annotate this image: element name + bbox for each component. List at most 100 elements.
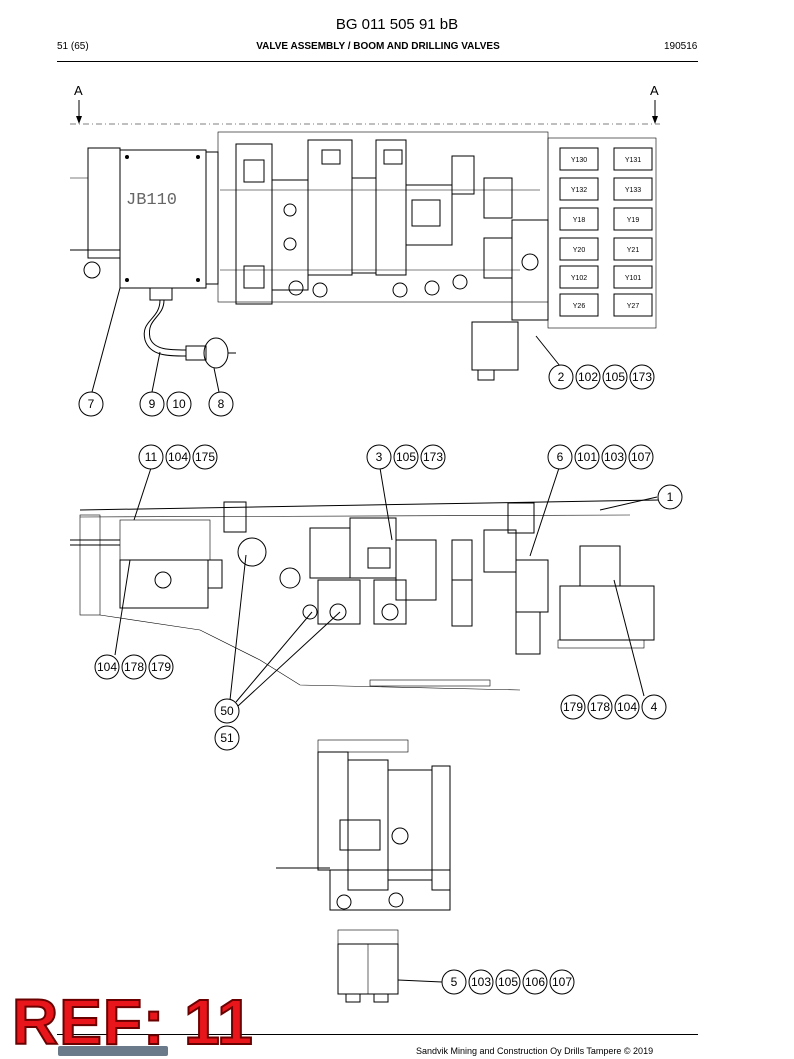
svg-text:103: 103 — [471, 975, 491, 989]
callout-103: 103 — [601, 444, 627, 470]
svg-text:179: 179 — [563, 700, 583, 714]
solenoid-label: Y19 — [627, 217, 640, 224]
callout-8: 8 — [208, 391, 234, 417]
svg-text:8: 8 — [218, 397, 225, 411]
svg-text:105: 105 — [605, 370, 625, 384]
svg-text:105: 105 — [498, 975, 518, 989]
callout-5: 5 — [441, 969, 467, 995]
callout-105: 105 — [495, 969, 521, 995]
svg-text:10: 10 — [172, 397, 186, 411]
svg-text:179: 179 — [151, 660, 171, 674]
callout-104: 104 — [614, 694, 640, 720]
callout-105: 105 — [602, 364, 628, 390]
svg-text:107: 107 — [631, 450, 651, 464]
solenoid-label: Y21 — [627, 247, 640, 254]
svg-text:51: 51 — [220, 731, 234, 745]
page-date: 190516 — [664, 41, 698, 52]
svg-text:4: 4 — [651, 700, 658, 714]
svg-text:102: 102 — [578, 370, 598, 384]
svg-text:173: 173 — [423, 450, 443, 464]
leader-lines-side — [114, 467, 658, 707]
svg-text:103: 103 — [604, 450, 624, 464]
svg-text:1: 1 — [667, 490, 674, 504]
valve-assembly-side-view — [70, 499, 661, 691]
callout-178: 178 — [587, 694, 613, 720]
callout-107: 107 — [549, 969, 575, 995]
callout-102: 102 — [575, 364, 601, 390]
callout-105: 105 — [393, 444, 419, 470]
jb110-label: JB110 — [126, 191, 177, 210]
valve-assembly-end-view — [276, 739, 451, 1003]
solenoid-label: Y26 — [573, 303, 586, 310]
callout-9: 9 — [139, 391, 165, 417]
svg-text:7: 7 — [88, 397, 95, 411]
callout-104: 104 — [165, 444, 191, 470]
solenoid-label: Y132 — [571, 187, 587, 194]
callout-4: 4 — [641, 694, 667, 720]
callout-2: 2 — [548, 364, 574, 390]
callout-178: 178 — [121, 654, 147, 680]
svg-text:11: 11 — [145, 450, 158, 464]
svg-text:101: 101 — [577, 450, 597, 464]
callout-107: 107 — [628, 444, 654, 470]
callout-group-bottom: 5 103 105 106 107 — [441, 969, 575, 995]
callout-101: 101 — [574, 444, 600, 470]
section-label-right: A — [650, 83, 659, 98]
callout-1: 1 — [657, 484, 683, 510]
svg-text:104: 104 — [97, 660, 117, 674]
svg-text:107: 107 — [552, 975, 572, 989]
callout-173: 173 — [420, 444, 446, 470]
callout-10: 10 — [166, 391, 192, 417]
svg-text:173: 173 — [632, 370, 652, 384]
callout-51: 51 — [214, 725, 240, 751]
section-label-left: A — [74, 83, 83, 98]
solenoid-label: Y131 — [625, 157, 641, 164]
svg-text:3: 3 — [376, 450, 383, 464]
callout-group-top: 7 9 10 8 2 102 105 173 — [78, 364, 655, 417]
svg-text:5: 5 — [451, 975, 458, 989]
page-number: 51 (65) — [57, 41, 89, 52]
callout-3: 3 — [366, 444, 392, 470]
svg-text:175: 175 — [195, 450, 215, 464]
solenoid-label: Y102 — [571, 275, 587, 282]
copyright-text: Sandvik Mining and Construction Oy Drill… — [416, 1046, 654, 1056]
callout-group-side: 11 104 175 3 105 173 6 101 103 107 1 104… — [94, 444, 683, 751]
svg-text:106: 106 — [525, 975, 545, 989]
solenoid-label: Y18 — [573, 217, 586, 224]
svg-text:104: 104 — [168, 450, 188, 464]
svg-text:6: 6 — [557, 450, 564, 464]
solenoid-valve-stack: Y130 Y131 Y132 Y133 Y18 Y19 Y20 Y21 Y102… — [547, 137, 657, 329]
svg-text:9: 9 — [149, 397, 156, 411]
ref-stamp: REF: 11 — [11, 985, 254, 1059]
document-number: BG 011 505 91 bB — [335, 16, 459, 33]
callout-11: 11 — [138, 444, 164, 470]
page-title: VALVE ASSEMBLY / BOOM AND DRILLING VALVE… — [256, 41, 500, 52]
callout-173: 173 — [629, 364, 655, 390]
callout-179: 179 — [560, 694, 586, 720]
company-logo — [58, 1046, 168, 1056]
leader-lines-top — [91, 287, 561, 393]
footer-rule — [57, 1034, 698, 1035]
callout-50: 50 — [214, 698, 240, 724]
callout-104: 104 — [94, 654, 120, 680]
callout-6: 6 — [547, 444, 573, 470]
svg-text:50: 50 — [220, 704, 234, 718]
section-line-a-a: A A — [70, 83, 660, 125]
svg-text:178: 178 — [590, 700, 610, 714]
solenoid-label: Y130 — [571, 157, 587, 164]
svg-text:2: 2 — [558, 370, 565, 384]
valve-manifold-top — [217, 131, 549, 381]
callout-106: 106 — [522, 969, 548, 995]
callout-103: 103 — [468, 969, 494, 995]
junction-box-drawing: JB110 — [70, 147, 236, 369]
callout-7: 7 — [78, 391, 104, 417]
callout-179: 179 — [148, 654, 174, 680]
solenoid-label: Y133 — [625, 187, 641, 194]
svg-text:178: 178 — [124, 660, 144, 674]
svg-text:105: 105 — [396, 450, 416, 464]
solenoid-label: Y101 — [625, 275, 641, 282]
callout-175: 175 — [192, 444, 218, 470]
solenoid-label: Y20 — [573, 247, 586, 254]
solenoid-label: Y27 — [627, 303, 640, 310]
